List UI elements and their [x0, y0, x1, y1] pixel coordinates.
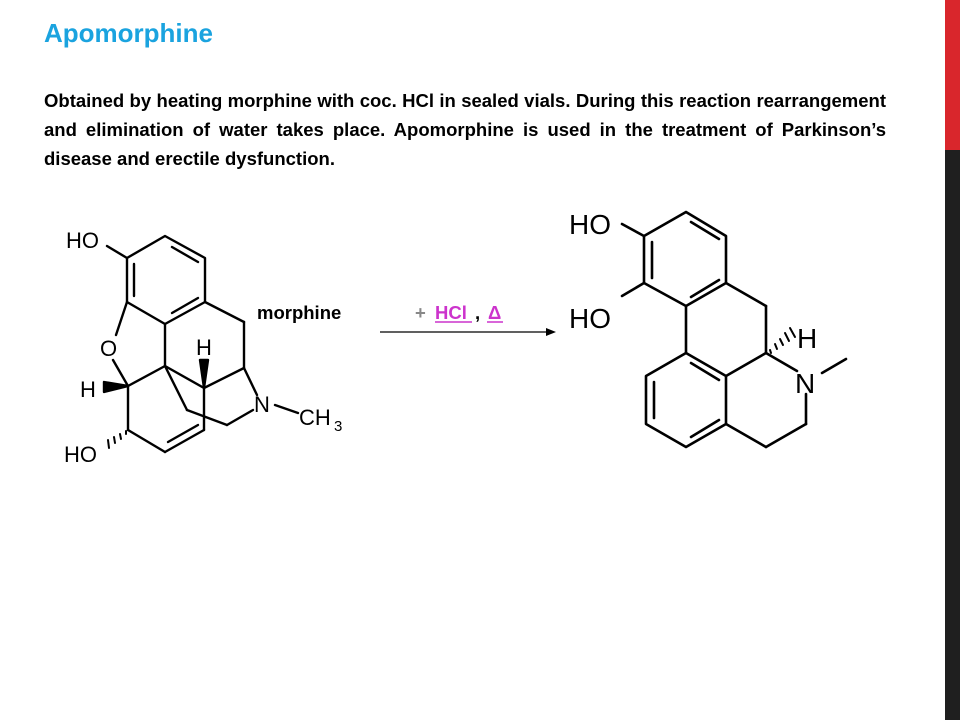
morphine-label-n: N	[254, 392, 270, 417]
morphine-label-ho-top: HO	[66, 228, 99, 253]
apomorphine-ring-c-double-2	[689, 418, 721, 439]
reagent-plus-sign: +	[415, 302, 426, 323]
morphine-bond-c5	[126, 364, 167, 388]
morphine-label-ho-bottom: HO	[64, 442, 97, 467]
heat-symbol: Δ	[488, 302, 501, 323]
apomorphine-ring-a-double-2	[689, 278, 721, 299]
apomorphine-label-n: N	[795, 368, 815, 399]
apomorphine-label-ho-bottom: HO	[569, 303, 611, 334]
right-side-bar	[945, 0, 960, 720]
apomorphine-n-methyl-bond	[820, 357, 848, 375]
morphine-ether-bond-1	[114, 300, 129, 337]
morphine-ho-top-bond	[105, 244, 129, 260]
apomorphine-ring-c-double-1	[689, 361, 721, 382]
morphine-n-methyl-bond	[273, 403, 300, 415]
morphine-bond-c16	[185, 408, 229, 427]
morphine-label-ch: CH	[299, 405, 331, 430]
morphine-ether-bond-2	[111, 358, 130, 388]
morphine-hashed-bond-ho	[107, 430, 127, 449]
morphine-label-ch3-subscript: 3	[334, 418, 342, 435]
apomorphine-ring-c	[644, 351, 728, 449]
morphine-double-bond-c7-c8	[166, 423, 200, 444]
apomorphine-ring-a	[642, 210, 728, 308]
morphine-structure	[102, 234, 300, 454]
morphine-label-o: O	[100, 336, 117, 361]
reagent-hcl: HCl	[435, 302, 467, 323]
apomorphine-bond-c-n	[764, 351, 799, 373]
apomorphine-bond-c4-ring	[724, 422, 768, 449]
morphine-ring-double-bond-1	[170, 245, 200, 264]
apomorphine-bond-c6a-c	[724, 351, 768, 378]
slide-body-text: Obtained by heating morphine with coc. H…	[44, 90, 886, 169]
morphine-labels: HO O H H N CH 3 HO	[64, 228, 342, 467]
morphine-aromatic-ring	[125, 234, 207, 326]
apomorphine-oh-top-bond	[620, 222, 646, 238]
apomorphine-structure	[620, 210, 848, 449]
morphine-bond-c14	[163, 364, 206, 390]
morphine-wedge-h-left	[102, 380, 130, 394]
reaction-arrow	[380, 328, 556, 336]
morphine-bond-c9-n	[242, 366, 259, 397]
apomorphine-oh-bottom-bond	[620, 281, 646, 298]
morphine-bond-c14-c9	[202, 366, 246, 390]
morphine-wedge-h-top	[198, 358, 210, 390]
morphine-label-h-top: H	[196, 335, 212, 360]
right-side-bar-accent	[945, 0, 960, 150]
reagent-separator: ,	[475, 302, 480, 323]
apomorphine-bond-ch2	[724, 281, 768, 308]
apomorphine-ring-a-double-1	[689, 220, 721, 241]
morphine-bond-c8	[163, 428, 206, 454]
apomorphine-hashed-bond-h	[769, 327, 796, 354]
apomorphine-labels: HO HO H N	[569, 209, 817, 399]
reagent-label: + HCl , Δ	[415, 302, 501, 323]
morphine-bond-c10	[203, 300, 246, 324]
slide-title: Apomorphine	[44, 18, 213, 48]
apomorphine-bond-c5-c4	[764, 422, 808, 449]
reactant-label: morphine	[257, 302, 341, 323]
morphine-label-h-left: H	[80, 377, 96, 402]
apomorphine-label-h: H	[797, 323, 817, 354]
morphine-bond-c15	[163, 364, 189, 412]
morphine-bond-c7	[126, 428, 167, 454]
apomorphine-label-ho-top: HO	[569, 209, 611, 240]
morphine-bond-c16-n	[225, 408, 255, 427]
morphine-ring-double-bond-2	[170, 296, 200, 315]
